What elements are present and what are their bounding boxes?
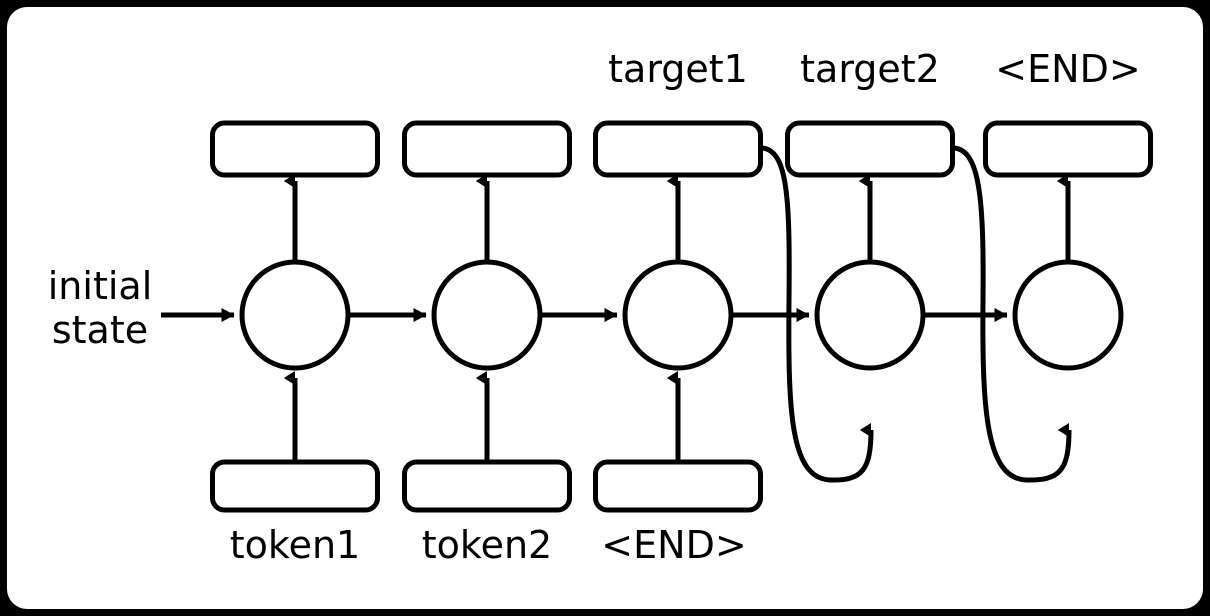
bottom-label-end: <END> [601, 523, 747, 567]
output-box-5 [983, 120, 1153, 178]
output-box-3 [593, 120, 763, 178]
input-box-1 [210, 459, 380, 513]
rnn-cell-2 [431, 259, 543, 371]
input-box-2 [402, 459, 572, 513]
feedback-curve-4-to-5 [953, 145, 1072, 483]
rnn-cell-4 [814, 259, 926, 371]
rnn-cell-3 [622, 259, 734, 371]
top-label-end: <END> [995, 47, 1141, 91]
output-box-4 [785, 120, 955, 178]
rnn-cell-5 [1012, 259, 1124, 371]
feedback-curve-3-to-4 [761, 145, 874, 483]
bottom-label-token1: token1 [229, 523, 361, 567]
top-label-target1: target1 [608, 47, 748, 91]
output-box-1 [210, 120, 380, 178]
initial-state-label: initial state [47, 264, 153, 352]
output-box-2 [402, 120, 572, 178]
top-label-target2: target2 [800, 47, 940, 91]
input-box-3 [593, 459, 763, 513]
bottom-label-token2: token2 [421, 523, 553, 567]
rnn-cell-1 [239, 259, 351, 371]
